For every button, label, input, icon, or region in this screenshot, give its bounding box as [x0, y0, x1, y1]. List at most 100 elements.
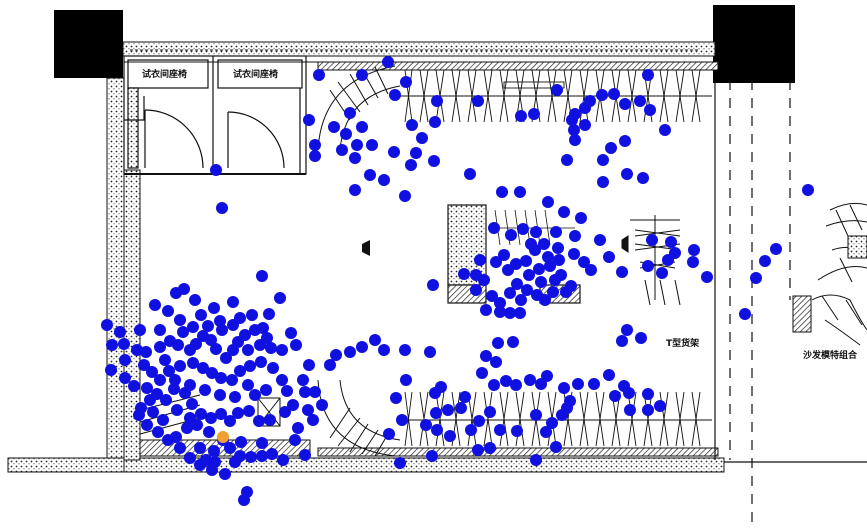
data-point — [229, 456, 241, 468]
data-point — [141, 382, 153, 394]
data-point — [486, 290, 498, 302]
data-point — [514, 307, 526, 319]
data-point — [238, 494, 250, 506]
curved-rack-top — [317, 65, 401, 151]
data-point — [309, 150, 321, 162]
data-point — [739, 308, 751, 320]
data-point — [378, 344, 390, 356]
data-point — [637, 172, 649, 184]
data-point — [119, 354, 131, 366]
data-point — [324, 359, 336, 371]
data-point — [488, 379, 500, 391]
data-point — [276, 344, 288, 356]
data-point — [556, 409, 568, 421]
data-point — [480, 304, 492, 316]
data-point — [431, 424, 443, 436]
data-point — [210, 164, 222, 176]
data-point — [394, 457, 406, 469]
data-point — [106, 339, 118, 351]
data-point — [488, 222, 500, 234]
data-point — [189, 294, 201, 306]
mirror-icon — [362, 240, 370, 256]
data-point — [492, 337, 504, 349]
data-point — [568, 124, 580, 136]
data-point — [205, 412, 217, 424]
data-point — [351, 139, 363, 151]
data-point — [287, 399, 299, 411]
data-point — [274, 292, 286, 304]
data-point — [494, 297, 506, 309]
data-point — [290, 339, 302, 351]
data-point — [210, 343, 222, 355]
data-point — [181, 422, 193, 434]
data-point — [202, 320, 214, 332]
data-point — [619, 98, 631, 110]
data-point — [515, 110, 527, 122]
data-point — [405, 159, 417, 171]
data-point — [504, 307, 516, 319]
data-point — [246, 309, 258, 321]
data-point — [644, 104, 656, 116]
data-point — [163, 365, 175, 377]
data-point — [164, 335, 176, 347]
data-point — [669, 247, 681, 259]
data-point — [530, 409, 542, 421]
data-point — [131, 344, 143, 356]
highlight-point — [217, 431, 229, 443]
walls — [7, 41, 725, 473]
data-point — [416, 132, 428, 144]
data-point — [162, 305, 174, 317]
data-point — [616, 335, 628, 347]
data-point — [215, 372, 227, 384]
data-point — [430, 407, 442, 419]
data-point — [244, 360, 256, 372]
data-point — [498, 249, 510, 261]
data-point — [194, 459, 206, 471]
data-point — [550, 226, 562, 238]
data-point — [245, 451, 257, 463]
data-point — [603, 369, 615, 381]
data-point — [524, 374, 536, 386]
data-point — [688, 244, 700, 256]
data-point — [265, 342, 277, 354]
data-point — [500, 375, 512, 387]
fitting-room-right-label: 试衣间座椅 — [233, 68, 278, 80]
data-point — [575, 212, 587, 224]
data-point — [504, 287, 516, 299]
data-point — [119, 372, 131, 384]
data-point — [596, 89, 608, 101]
data-point — [178, 283, 190, 295]
data-point — [572, 378, 584, 390]
data-point — [140, 346, 152, 358]
data-point — [154, 324, 166, 336]
data-point — [309, 139, 321, 151]
column-left — [54, 10, 123, 78]
data-point — [770, 243, 782, 255]
data-point — [594, 234, 606, 246]
data-point — [431, 95, 443, 107]
data-point — [299, 449, 311, 461]
data-point — [219, 468, 231, 480]
data-point — [255, 356, 267, 368]
data-point — [146, 366, 158, 378]
data-point — [303, 359, 315, 371]
data-point — [608, 88, 620, 100]
data-point — [253, 415, 265, 427]
data-point — [328, 121, 340, 133]
data-point — [609, 390, 621, 402]
data-point — [656, 267, 668, 279]
data-point — [197, 330, 209, 342]
data-point — [642, 69, 654, 81]
data-point — [256, 270, 268, 282]
data-point — [494, 424, 506, 436]
data-point — [216, 202, 228, 214]
data-point — [215, 408, 227, 420]
data-point — [349, 152, 361, 164]
data-point — [366, 139, 378, 151]
data-point — [540, 426, 552, 438]
data-point — [227, 319, 239, 331]
data-point — [399, 344, 411, 356]
data-point — [624, 404, 636, 416]
data-point — [496, 186, 508, 198]
